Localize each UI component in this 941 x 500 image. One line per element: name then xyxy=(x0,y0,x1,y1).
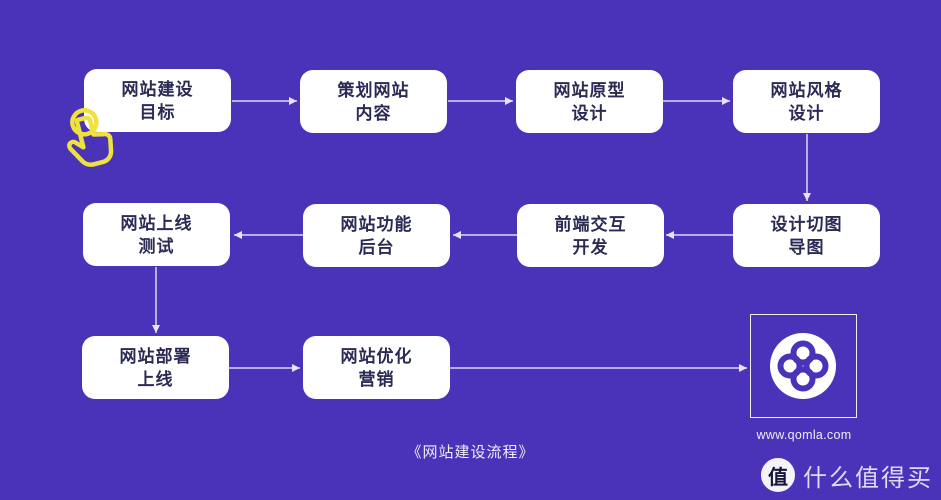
qomla-clover-logo xyxy=(770,333,836,399)
tap-hand-icon xyxy=(67,108,114,167)
watermark: 值 什么值得买 xyxy=(761,456,933,494)
flow-node-frontend: 前端交互 开发 xyxy=(517,204,664,267)
node-label-line: 网站部署 xyxy=(119,346,192,366)
node-label-line: 设计切图 xyxy=(770,214,843,234)
flow-node-goal: 网站建设 目标 xyxy=(84,69,231,132)
node-label-line: 测试 xyxy=(138,236,175,256)
flow-node-slicing: 设计切图 导图 xyxy=(733,204,880,267)
diagram-caption: 《网站建设流程》 xyxy=(406,444,535,461)
watermark-text: 什么值得买 xyxy=(803,464,933,492)
node-label-line: 设计 xyxy=(571,103,608,123)
logo-url-text: www.qomla.com xyxy=(756,428,852,442)
node-label-line: 开发 xyxy=(572,237,609,257)
node-label-line: 目标 xyxy=(139,102,176,122)
flow-node-deploy: 网站部署 上线 xyxy=(82,336,229,399)
node-label-line: 后台 xyxy=(358,237,395,257)
node-label-line: 策划网站 xyxy=(337,80,410,100)
node-label-line: 网站功能 xyxy=(340,214,413,234)
logo-frame xyxy=(750,314,857,418)
zhi-circle-icon: 值 xyxy=(761,458,795,492)
node-label-line: 网站建设 xyxy=(121,79,194,99)
clover-knot-icon xyxy=(777,340,829,392)
node-label-line: 内容 xyxy=(355,103,392,123)
flow-node-plan: 策划网站 内容 xyxy=(300,70,447,133)
node-label-line: 导图 xyxy=(788,237,825,257)
node-label-line: 设计 xyxy=(788,103,825,123)
node-label-line: 网站上线 xyxy=(120,213,193,233)
flow-node-prototype: 网站原型 设计 xyxy=(516,70,663,133)
flow-node-test: 网站上线 测试 xyxy=(83,203,230,266)
node-label-line: 网站优化 xyxy=(340,346,413,366)
flow-node-marketing: 网站优化 营销 xyxy=(303,336,450,399)
node-label-line: 上线 xyxy=(137,369,174,389)
flow-node-backend: 网站功能 后台 xyxy=(303,204,450,267)
node-label-line: 营销 xyxy=(358,369,395,389)
node-label-line: 前端交互 xyxy=(554,214,627,234)
flow-node-style: 网站风格 设计 xyxy=(733,70,880,133)
node-label-line: 网站风格 xyxy=(770,80,843,100)
node-label-line: 网站原型 xyxy=(553,80,626,100)
